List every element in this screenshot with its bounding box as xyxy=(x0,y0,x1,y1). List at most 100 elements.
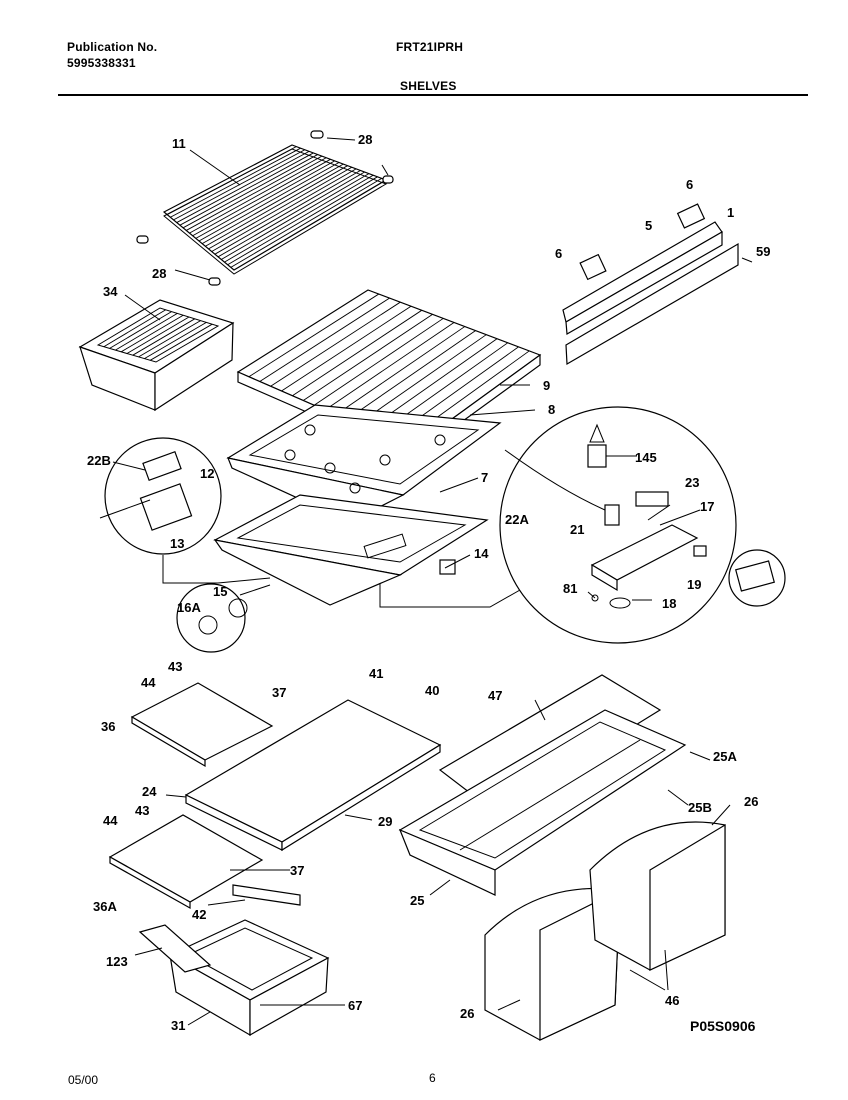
callout-28: 28 xyxy=(358,132,372,147)
publication-number: 5995338331 xyxy=(67,56,136,70)
callout-labels: 11 28 28 6 5 1 6 59 34 9 8 7 22B 12 13 1… xyxy=(87,132,770,1034)
hatch-line xyxy=(346,330,476,420)
hatch-line xyxy=(205,165,348,247)
hatch-line xyxy=(176,150,310,223)
hatch-line xyxy=(195,160,335,239)
callout-47: 47 xyxy=(488,688,502,703)
section-title: SHELVES xyxy=(400,79,457,93)
callout-18: 18 xyxy=(662,596,676,611)
hatch-line xyxy=(149,323,213,361)
hatch-line xyxy=(103,309,167,348)
callout-7: 7 xyxy=(481,470,488,485)
hatch-line xyxy=(335,326,466,416)
callout-29: 29 xyxy=(378,814,392,829)
hatch-line xyxy=(208,166,353,250)
callout-9: 9 xyxy=(543,378,550,393)
hatch-line xyxy=(189,157,327,234)
callout-14: 14 xyxy=(474,546,489,561)
callout-5: 5 xyxy=(645,218,652,233)
hatch-line xyxy=(248,293,379,378)
hatch-line xyxy=(217,171,365,258)
part-frame-7 xyxy=(213,494,489,606)
callout-31: 31 xyxy=(171,1018,185,1033)
hatch-line xyxy=(221,173,370,260)
hatch-line xyxy=(166,146,297,216)
callout-44: 44 xyxy=(103,813,118,828)
detail-circle-small xyxy=(176,583,271,653)
callout-34: 34 xyxy=(103,284,118,299)
callout-11: 11 xyxy=(172,136,186,151)
model-number: FRT21IPRH xyxy=(396,40,464,54)
part-shelf-43-lower xyxy=(108,814,301,910)
hatch-line xyxy=(182,154,318,229)
part-pan-31 xyxy=(138,919,330,1037)
callout-40: 40 xyxy=(425,683,439,698)
callout-46: 46 xyxy=(665,993,679,1008)
hatch-line xyxy=(227,176,378,266)
callout-12: 12 xyxy=(200,466,214,481)
hatch-line xyxy=(120,314,184,353)
hatch-line xyxy=(313,318,444,406)
hatch-line xyxy=(198,162,340,242)
part-drawer-26-rear xyxy=(589,821,726,971)
callout-41: 41 xyxy=(369,666,383,681)
detail-circle-far-right xyxy=(728,549,786,607)
hatch-line xyxy=(201,163,344,245)
callout-25a: 25A xyxy=(713,749,737,764)
publication-label: Publication No. xyxy=(67,40,158,54)
part-shelf-43-upper xyxy=(130,682,274,768)
callout-8: 8 xyxy=(548,402,555,417)
hatch-line xyxy=(126,316,190,354)
hatch-line xyxy=(214,170,361,255)
callout-16a: 16A xyxy=(177,600,201,615)
hatch-line xyxy=(132,318,196,356)
callout-22a: 22A xyxy=(505,512,529,527)
part-frame-25 xyxy=(398,709,687,896)
hatch-line xyxy=(224,174,374,263)
callout-37: 37 xyxy=(290,863,304,878)
callout-36: 36 xyxy=(101,719,115,734)
callout-24: 24 xyxy=(142,784,157,799)
footer-date: 05/00 xyxy=(68,1073,99,1087)
callout-145: 145 xyxy=(635,450,657,465)
hatch-line xyxy=(281,305,412,392)
callout-23: 23 xyxy=(685,475,699,490)
callout-43: 43 xyxy=(135,803,149,818)
part-pan-34 xyxy=(78,299,235,412)
hatch-line xyxy=(270,301,401,387)
leader-lines xyxy=(112,137,731,1026)
callout-59: 59 xyxy=(756,244,770,259)
hatch-line xyxy=(259,297,390,382)
callout-15: 15 xyxy=(213,584,227,599)
hatch-line xyxy=(230,178,382,268)
callout-13: 13 xyxy=(170,536,184,551)
hatch-line xyxy=(292,309,422,397)
hatch-line xyxy=(357,334,487,425)
part-shelf-40 xyxy=(184,699,442,852)
callout-21: 21 xyxy=(570,522,584,537)
callout-28: 28 xyxy=(152,266,166,281)
hatch-line xyxy=(144,322,207,359)
hatch-line xyxy=(192,158,331,237)
hatch-line xyxy=(179,152,314,226)
callout-42: 42 xyxy=(192,907,206,922)
callout-81: 81 xyxy=(563,581,577,596)
hatch-line xyxy=(211,168,357,252)
callout-22b: 22B xyxy=(87,453,111,468)
hatch-line xyxy=(186,155,323,231)
callout-6: 6 xyxy=(686,177,693,192)
page-number: 6 xyxy=(429,1071,436,1085)
callout-19: 19 xyxy=(687,577,701,592)
part-rail-assembly xyxy=(562,203,753,366)
callout-1: 1 xyxy=(727,205,734,220)
callout-43: 43 xyxy=(168,659,182,674)
callout-37: 37 xyxy=(272,685,286,700)
callout-36a: 36A xyxy=(93,899,117,914)
header-rule xyxy=(58,94,808,96)
part-wire-shelf xyxy=(162,144,388,275)
part-shelf-clips xyxy=(136,130,394,286)
callout-26: 26 xyxy=(460,1006,474,1021)
callout-26: 26 xyxy=(744,794,758,809)
callout-17: 17 xyxy=(700,499,714,514)
